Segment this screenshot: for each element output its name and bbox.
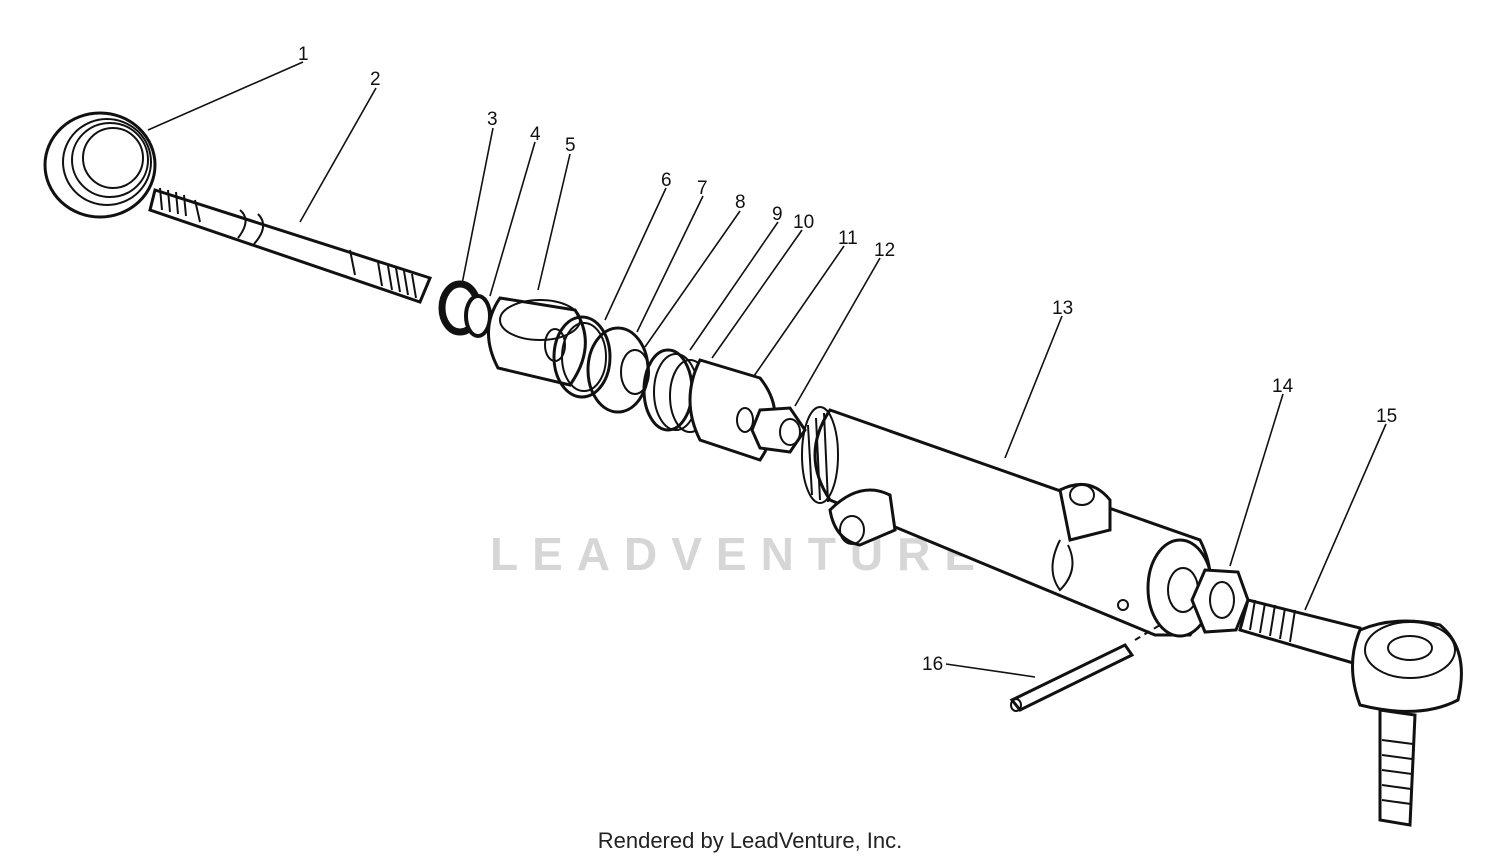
part-1-end-cap[interactable] (43, 111, 157, 219)
callout-16: 16 (922, 654, 943, 675)
leader-lines (147, 61, 1387, 678)
part-13-cylinder-body[interactable] (801, 406, 1214, 638)
callout-1: 1 (298, 44, 309, 65)
part-16-roll-pin[interactable] (1009, 624, 1161, 712)
part-15-tie-rod-end[interactable] (1238, 598, 1463, 827)
callout-6: 6 (661, 170, 672, 191)
callout-12: 12 (874, 240, 895, 261)
part-4-wiper[interactable] (464, 294, 492, 338)
part-5-gland[interactable] (487, 296, 587, 387)
watermark-text: LEADVENTURE (490, 528, 989, 580)
part-6-ring[interactable] (552, 315, 612, 399)
callout-15: 15 (1376, 406, 1397, 427)
callout-11: 11 (838, 228, 858, 249)
callout-10: 10 (793, 212, 814, 233)
callout-9: 9 (772, 204, 783, 225)
callout-8: 8 (735, 192, 746, 213)
callout-2: 2 (370, 69, 381, 90)
part-12-nut[interactable] (750, 406, 807, 454)
footer-credit: Rendered by LeadVenture, Inc. (597, 828, 903, 853)
callout-7: 7 (697, 178, 708, 199)
part-8-ring[interactable] (620, 349, 650, 395)
callout-4: 4 (530, 124, 541, 145)
part-7-o-ring[interactable] (586, 326, 650, 414)
callout-13: 13 (1052, 298, 1073, 319)
callout-5: 5 (565, 135, 576, 156)
part-14-jam-nut[interactable] (1190, 568, 1250, 634)
part-2-piston-rod[interactable] (148, 187, 433, 304)
callout-3: 3 (487, 109, 498, 130)
callout-14: 14 (1272, 376, 1294, 397)
